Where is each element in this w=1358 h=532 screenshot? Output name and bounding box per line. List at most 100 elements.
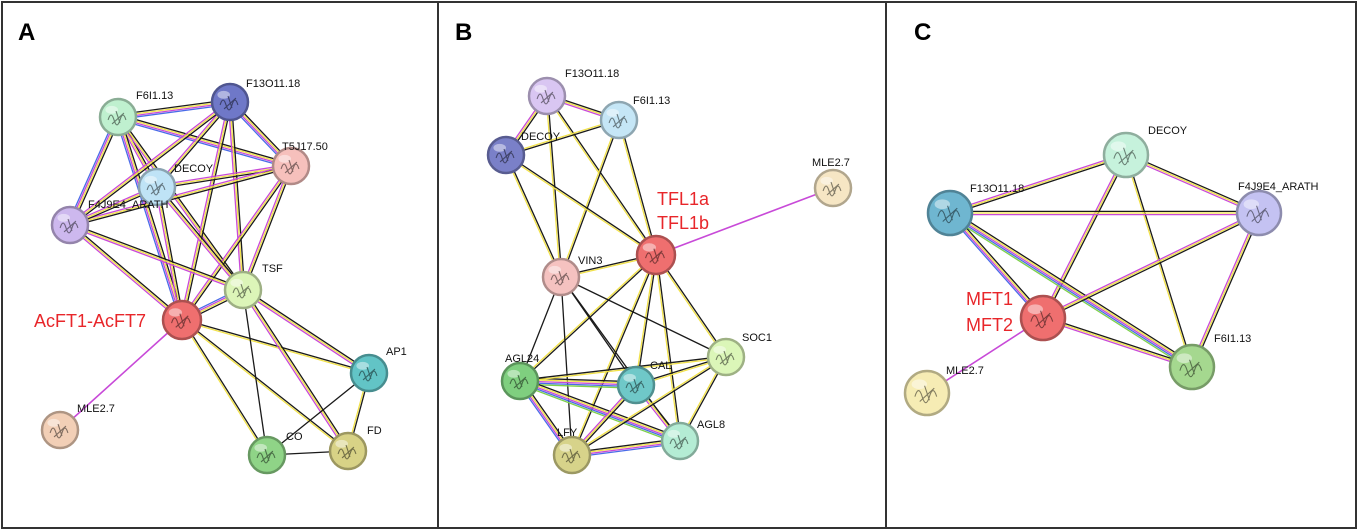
- edge-strand: [181, 318, 350, 452]
- node-gloss: [713, 345, 726, 354]
- edge-strand: [180, 319, 349, 453]
- edge-strand: [1041, 318, 1193, 370]
- edge-strand: [560, 276, 573, 456]
- edge-strand: [1042, 315, 1194, 367]
- highlight-label-c-2: MFT2: [966, 315, 1013, 335]
- node-b-agl8[interactable]: [660, 421, 700, 461]
- edge-strand: [656, 253, 728, 358]
- node-b-f6i[interactable]: [599, 100, 639, 140]
- edge-strand: [115, 117, 181, 322]
- edge-strand: [1125, 152, 1261, 213]
- node-c-f6i[interactable]: [1168, 343, 1216, 391]
- node-b-tfl[interactable]: [635, 234, 677, 276]
- edge-strand: [156, 186, 244, 291]
- edge-strand: [154, 186, 182, 321]
- edge-strand: [559, 119, 619, 278]
- node-b-vin3[interactable]: [541, 257, 581, 297]
- edge-a-ac-fd: [180, 318, 350, 453]
- protein-structure-icon: [171, 313, 191, 329]
- protein-structure-icon: [280, 159, 300, 175]
- edge-strand: [156, 163, 292, 187]
- node-label-a-ap1: AP1: [386, 346, 407, 358]
- edge-strand: [230, 101, 246, 291]
- protein-structure-icon: [625, 378, 645, 394]
- edge-b-f6i-tfl: [617, 119, 658, 256]
- edge-a-t5j-decoy: [156, 163, 292, 190]
- highlight-label-c-1: MFT1: [966, 289, 1013, 309]
- node-a-f4j[interactable]: [50, 205, 90, 245]
- edge-strand: [950, 211, 1194, 367]
- edge-strand: [1042, 317, 1193, 368]
- node-label-b-mle: MLE2.7: [812, 157, 850, 169]
- protein-structure-icon: [669, 434, 689, 450]
- node-b-f13[interactable]: [527, 76, 567, 116]
- node-b-cal[interactable]: [616, 365, 656, 405]
- node-a-co[interactable]: [247, 435, 287, 475]
- edge-strand: [951, 209, 1195, 365]
- node-a-fd[interactable]: [328, 431, 368, 471]
- edge-b-soc1-lfy: [570, 355, 728, 457]
- node-a-t5j[interactable]: [271, 146, 311, 186]
- edge-strand: [1043, 213, 1261, 321]
- edge-strand: [949, 212, 1193, 368]
- edge-c-f4j-mft: [1041, 210, 1261, 321]
- edge-strand: [504, 155, 657, 257]
- node-c-f13[interactable]: [926, 189, 974, 237]
- edge-strand: [1125, 154, 1260, 214]
- edge-strand: [68, 116, 118, 226]
- edge-strand: [181, 101, 231, 321]
- edge-strand: [519, 380, 637, 386]
- edge-a-f4j-tsf: [68, 222, 245, 293]
- edge-b-f6i-decoy: [505, 118, 620, 157]
- node-a-decoy[interactable]: [137, 167, 177, 207]
- node-a-mle[interactable]: [40, 410, 80, 450]
- edge-strand: [520, 377, 682, 439]
- edge-strand: [1124, 154, 1192, 368]
- edge-b-agl24-agl8: [518, 377, 682, 445]
- edge-strand: [69, 101, 231, 226]
- node-label-a-f13: F13O11.18: [246, 78, 300, 90]
- node-a-f6i[interactable]: [98, 97, 138, 137]
- node-a-tsf[interactable]: [223, 270, 263, 310]
- node-b-decoy[interactable]: [486, 135, 526, 175]
- node-b-mle[interactable]: [813, 168, 853, 208]
- edge-strand: [242, 289, 268, 456]
- edge-c-decoy-mft: [1040, 153, 1129, 320]
- node-a-f13[interactable]: [210, 82, 250, 122]
- edge-strand: [243, 165, 294, 292]
- edge-strand: [181, 320, 370, 375]
- edge-strand: [118, 115, 245, 290]
- edge-strand: [947, 213, 1042, 321]
- edge-a-f13-ac: [179, 101, 233, 321]
- edge-strand: [266, 372, 370, 456]
- protein-structure-icon: [914, 385, 938, 404]
- edge-strand: [636, 254, 658, 386]
- edge-strand: [181, 318, 370, 373]
- node-b-lfy[interactable]: [552, 435, 592, 475]
- node-b-soc1[interactable]: [706, 337, 746, 377]
- node-a-ap1[interactable]: [349, 353, 389, 393]
- node-c-mft[interactable]: [1019, 294, 1067, 342]
- edge-b-agl24-soc1: [519, 355, 727, 383]
- edge-strand: [634, 254, 656, 386]
- node-c-mle[interactable]: [903, 369, 951, 417]
- protein-structure-icon: [822, 181, 842, 197]
- node-gloss: [47, 418, 60, 427]
- protein-structure-icon: [232, 283, 252, 299]
- node-gloss: [493, 143, 507, 152]
- node-c-f4j[interactable]: [1235, 189, 1283, 237]
- edge-strand: [117, 115, 292, 166]
- protein-structure-icon: [1179, 359, 1203, 378]
- edge-strand: [180, 164, 291, 320]
- node-c-decoy[interactable]: [1102, 131, 1150, 179]
- edge-strand: [518, 381, 681, 444]
- edge-strand: [1041, 210, 1259, 318]
- edge-strand: [242, 289, 370, 374]
- node-b-agl24[interactable]: [500, 361, 540, 401]
- protein-structure-icon: [107, 110, 127, 126]
- node-label-a-tsf: TSF: [262, 263, 283, 275]
- edge-strand: [71, 117, 121, 227]
- node-a-ac[interactable]: [161, 299, 203, 341]
- edge-strand: [519, 378, 682, 441]
